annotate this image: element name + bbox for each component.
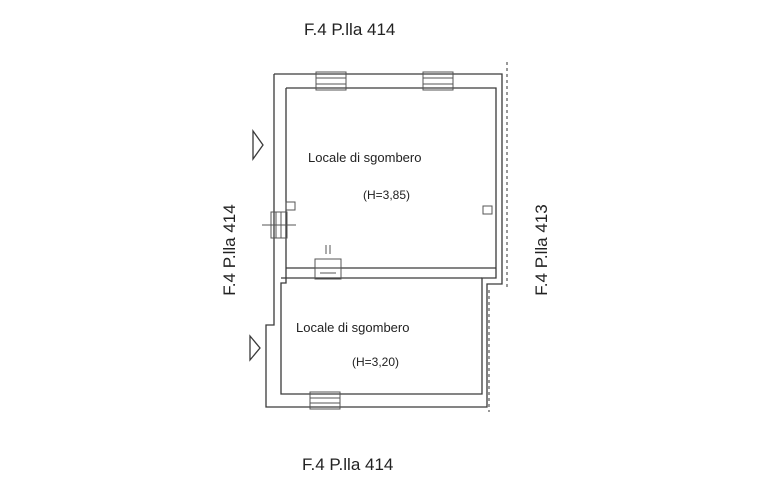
wall-niche [482, 205, 493, 215]
room-height-upper: (H=3,85) [363, 188, 411, 202]
room-name-lower: Locale di sgombero [296, 320, 410, 335]
door-icon [314, 245, 342, 280]
window-icon [309, 391, 341, 410]
boundary-dashed-line [488, 62, 508, 412]
window-icon [315, 71, 347, 91]
parcel-label-top: F.4 P.lla 414 [304, 20, 396, 39]
wall-niche [285, 201, 296, 211]
window-icon [262, 211, 296, 239]
entrance-arrow-icon [249, 334, 261, 362]
inner-wall [280, 87, 497, 395]
partition-wall [281, 267, 496, 279]
room-name-upper: Locale di sgombero [308, 150, 422, 165]
outer-wall [265, 73, 503, 408]
parcel-label-left: F.4 P.lla 414 [220, 204, 239, 296]
room-height-lower: (H=3,20) [352, 355, 400, 369]
entrance-arrow-icon [252, 128, 264, 162]
window-icon [422, 71, 454, 91]
parcel-label-bottom: F.4 P.lla 414 [302, 455, 394, 474]
parcel-label-right: F.4 P.lla 413 [532, 204, 551, 296]
